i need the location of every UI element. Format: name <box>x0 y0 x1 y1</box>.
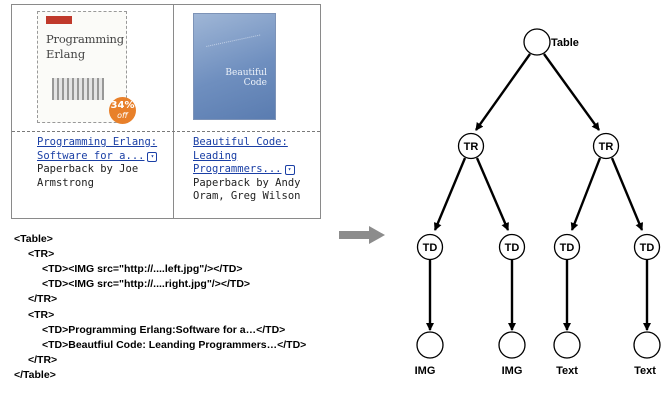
dropdown-icon[interactable]: ▾ <box>147 151 158 162</box>
link-line[interactable]: Programming Erlang: <box>37 136 158 148</box>
book-desc-line: Paperback by Joe <box>37 163 139 175</box>
node-label-td: TD <box>560 242 575 254</box>
edge-table-tr2 <box>543 53 600 131</box>
link-line[interactable]: Programmers... <box>193 163 282 175</box>
code-line: </TR> <box>28 354 58 366</box>
cover-illustration <box>52 78 104 100</box>
node-label-table: Table <box>551 37 579 49</box>
book-caption-erlang: Programming Erlang:Software for a...▾ Pa… <box>37 136 158 190</box>
cover-title: Erlang <box>46 47 86 61</box>
transform-arrow-icon <box>339 226 385 244</box>
discount-word: off <box>117 111 128 120</box>
edge-tr2-td4 <box>610 157 644 231</box>
tree-leaf-img <box>498 331 526 359</box>
tree-node-td <box>498 233 526 261</box>
leaf-label-img: IMG <box>502 365 523 377</box>
code-line: <Table> <box>14 233 53 245</box>
book-desc-line: Armstrong <box>37 176 94 189</box>
book-desc-line: Oram, Greg Wilson <box>193 190 301 202</box>
row-divider <box>12 131 320 132</box>
code-line: <TD>Beautfiul Code: Leanding Programmers… <box>42 339 307 351</box>
edge-tr2-td3 <box>570 157 602 231</box>
link-line[interactable]: Beautiful Code: <box>193 136 288 148</box>
node-label-tr: TR <box>464 141 479 153</box>
code-line: <TR> <box>28 248 55 260</box>
edge-tr1-td1 <box>433 157 467 231</box>
code-line: <TR> <box>28 309 55 321</box>
dom-tree: Table TR TR TD TD TD TD IMG IMG Text Tex… <box>415 28 661 377</box>
cover-title: Beautiful Code <box>225 68 267 88</box>
link-line[interactable]: Leading <box>193 149 238 162</box>
tree-leaf-img <box>416 331 444 359</box>
cover-title-line: Code <box>243 78 267 88</box>
tree-leaf-text <box>633 331 661 359</box>
book-desc-line: Paperback by Andy <box>193 176 301 189</box>
tree-node-td <box>553 233 581 261</box>
leaf-label-text: Text <box>556 365 578 377</box>
tree-leaf-text <box>553 331 581 359</box>
book-cover-erlang[interactable]: Programming Erlang 34% off <box>37 11 136 124</box>
code-line: </Table> <box>14 369 56 381</box>
tree-node-tr <box>592 132 620 160</box>
code-line: </TR> <box>28 293 58 305</box>
leaf-label-img: IMG <box>415 365 436 377</box>
tree-edges <box>426 53 651 331</box>
book-cover-beautiful-code[interactable]: Beautiful Code <box>193 13 276 120</box>
cover-title: Programming <box>46 32 124 46</box>
discount-badge: 34% off <box>109 97 136 124</box>
column-divider <box>173 5 174 218</box>
discount-percent: 34% <box>110 100 135 111</box>
code-line: <TD><IMG src="http://....right.jpg"/></T… <box>42 278 251 290</box>
publisher-flag <box>46 16 72 24</box>
book-table: Programming Erlang 34% off Beautiful Cod… <box>11 4 321 219</box>
book-link-erlang[interactable]: Programming Erlang:Software for a... <box>37 136 157 162</box>
node-label-td: TD <box>640 242 655 254</box>
tree-node-table <box>523 28 551 56</box>
dropdown-icon[interactable]: ▾ <box>284 165 295 175</box>
tree-node-tr <box>457 132 485 160</box>
edge-tr1-td2 <box>475 157 510 231</box>
node-label-td: TD <box>423 242 438 254</box>
node-label-td: TD <box>505 242 520 254</box>
cover-decoration <box>206 34 265 69</box>
code-line: <TD><IMG src="http://....left.jpg"/></TD… <box>42 263 243 275</box>
edge-table-tr1 <box>475 53 531 131</box>
link-line[interactable]: Software for a... <box>37 149 145 162</box>
leaf-label-text: Text <box>634 365 656 377</box>
tree-node-td <box>416 233 444 261</box>
tree-node-td <box>633 233 661 261</box>
node-label-tr: TR <box>599 141 614 153</box>
code-line: <TD>Programming Erlang:Software for a…</… <box>42 324 286 336</box>
cover-title-line: Beautiful <box>225 68 267 78</box>
